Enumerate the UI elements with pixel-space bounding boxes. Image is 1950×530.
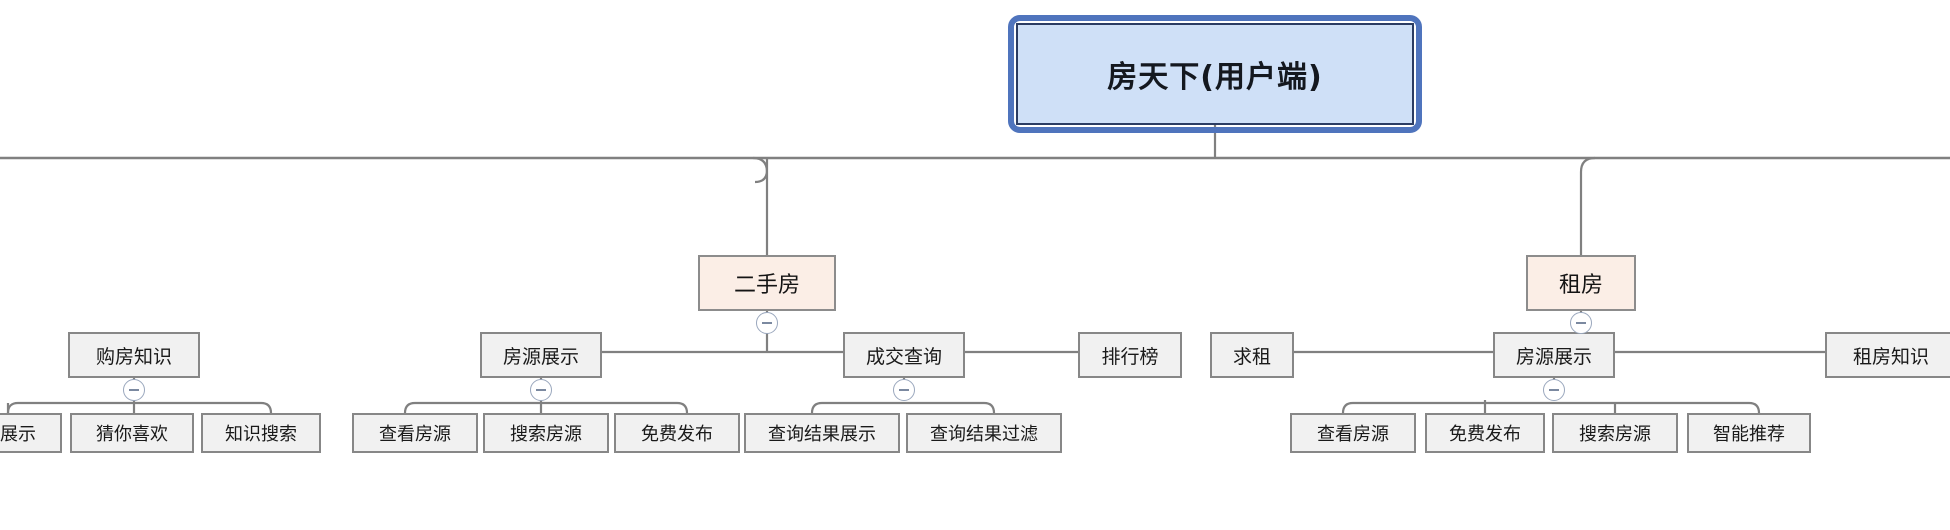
node-mianfei-r[interactable]: 免费发布 — [1425, 413, 1545, 453]
minus-bar — [129, 389, 139, 391]
node-ershoufang[interactable]: 二手房 — [698, 255, 836, 311]
node-jieguo-guolv[interactable]: 查询结果过滤 — [906, 413, 1062, 453]
node-fangyuan-r[interactable]: 房源展示 — [1493, 332, 1615, 378]
node-zhishisousuo[interactable]: 知识搜索 — [201, 413, 321, 453]
node-zufang[interactable]: 租房 — [1526, 255, 1636, 311]
node-fangyuan-l[interactable]: 房源展示 — [480, 332, 602, 378]
node-zufangzhishi[interactable]: 租房知识 — [1825, 332, 1950, 378]
root-node[interactable]: 房天下(用户端) — [1016, 23, 1414, 125]
node-chengjiaochaxun[interactable]: 成交查询 — [843, 332, 965, 378]
minus-circle-icon[interactable] — [1543, 379, 1565, 401]
node-paihangbang[interactable]: 排行榜 — [1078, 332, 1182, 378]
node-jieguo-zhanshi[interactable]: 查询结果展示 — [744, 413, 900, 453]
node-chakan-l[interactable]: 查看房源 — [352, 413, 478, 453]
minus-bar — [899, 389, 909, 391]
node-sousuo-l[interactable]: 搜索房源 — [483, 413, 609, 453]
minus-circle-icon[interactable] — [123, 379, 145, 401]
minus-bar — [1549, 389, 1559, 391]
node-zhanshi[interactable]: 展示 — [0, 413, 62, 453]
node-mianfei-l[interactable]: 免费发布 — [614, 413, 740, 453]
node-chakan-r[interactable]: 查看房源 — [1290, 413, 1416, 453]
minus-circle-icon[interactable] — [893, 379, 915, 401]
minus-circle-icon[interactable] — [530, 379, 552, 401]
minus-bar — [536, 389, 546, 391]
node-qiuzu[interactable]: 求租 — [1210, 332, 1294, 378]
node-sousuo-r[interactable]: 搜索房源 — [1552, 413, 1678, 453]
node-zhinengtuijian[interactable]: 智能推荐 — [1687, 413, 1811, 453]
minus-bar — [1576, 322, 1586, 324]
node-caixihuan[interactable]: 猜你喜欢 — [70, 413, 194, 453]
minus-bar — [762, 322, 772, 324]
minus-circle-icon[interactable] — [1570, 312, 1592, 334]
node-goufangzhishi[interactable]: 购房知识 — [68, 332, 200, 378]
minus-circle-icon[interactable] — [756, 312, 778, 334]
